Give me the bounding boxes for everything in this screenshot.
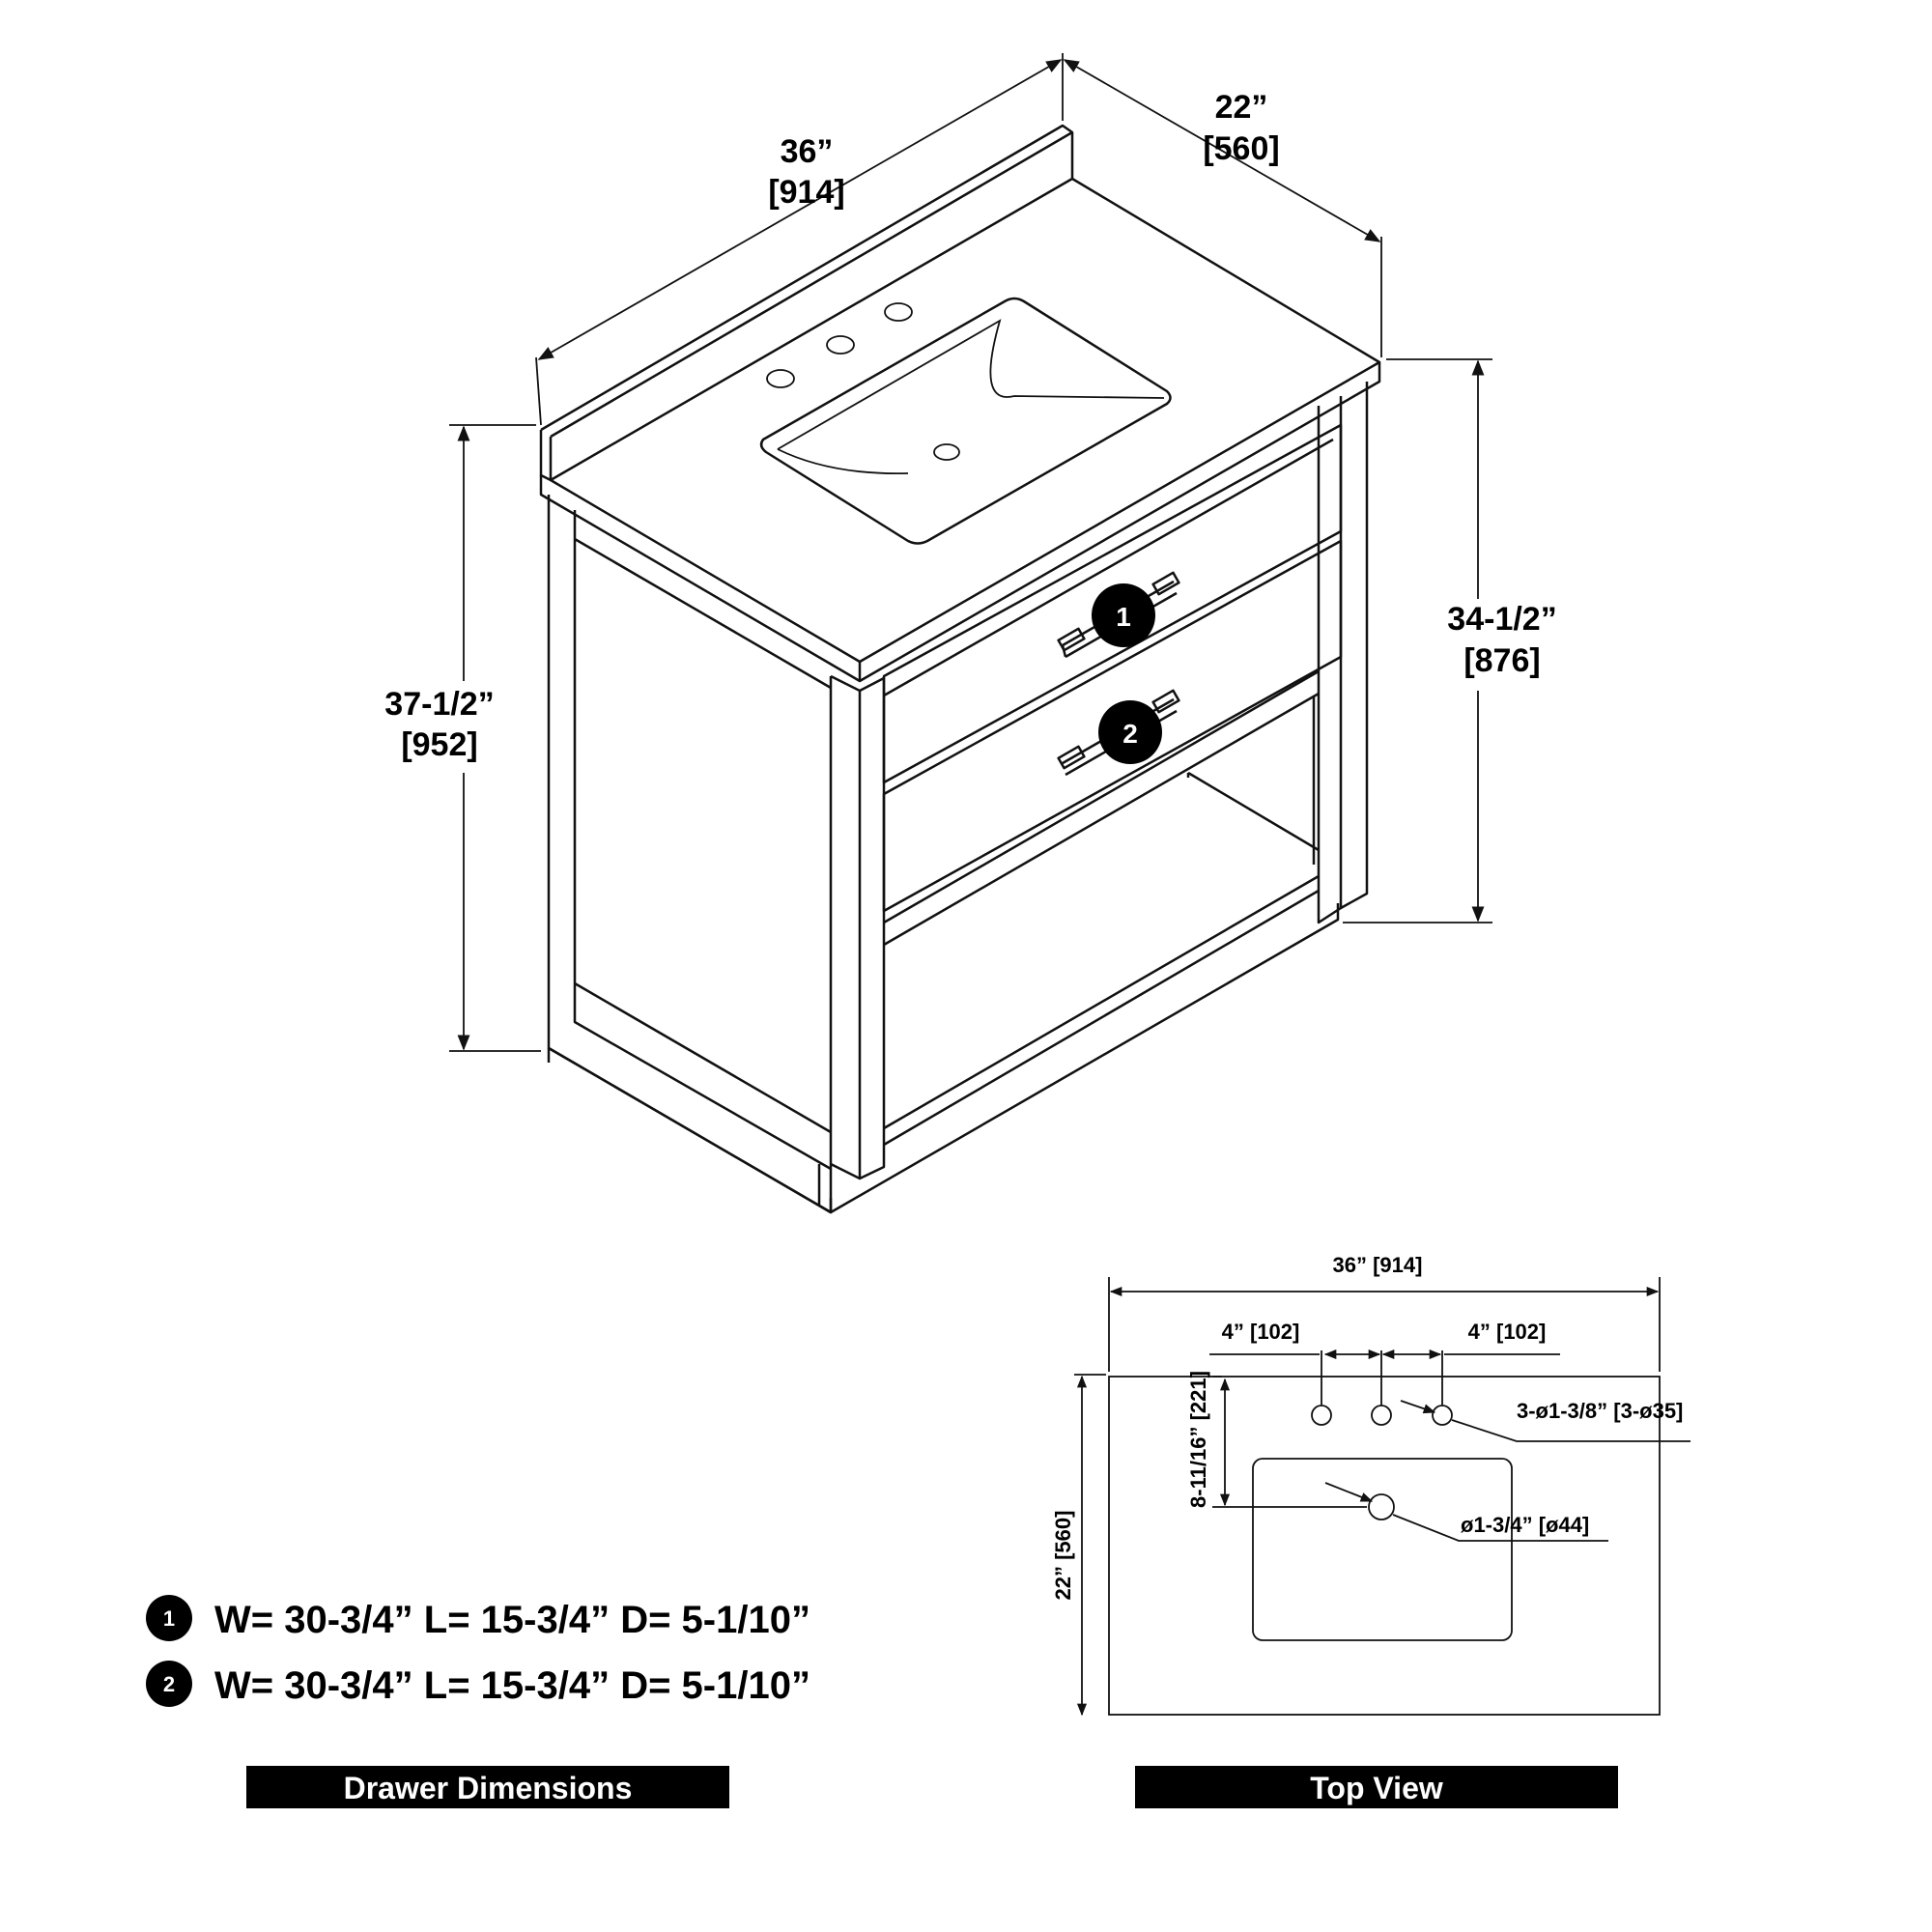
top-view-outline (1108, 1376, 1661, 1716)
drawer-dimensions-banner: Drawer Dimensions (246, 1766, 729, 1808)
faucet-hole-left (766, 369, 795, 388)
faucet-hole-center (1371, 1405, 1392, 1426)
top-width-dimension: 36” [914] (1108, 1253, 1661, 1372)
drawer-dimensions-section: 1 W= 30-3/4” L= 15-3/4” D= 5-1/10” 2 W= … (146, 1595, 810, 1808)
drawer-1-dimension-row: 1 W= 30-3/4” L= 15-3/4” D= 5-1/10” (146, 1595, 810, 1641)
svg-text:4” [102]: 4” [102] (1222, 1320, 1300, 1344)
undermount-sink (759, 297, 1172, 545)
svg-text:[914]: [914] (768, 174, 844, 211)
faucet-hole-callout: 3-ø1-3/8” [3-ø35] (1400, 1399, 1690, 1442)
cabinet-body (547, 382, 1369, 1214)
total-height-dimension: 37-1/2” [952] (384, 424, 541, 1052)
svg-text:2: 2 (1122, 719, 1138, 749)
drawer-1 (882, 423, 1343, 784)
width-dimension: 36” [914] (535, 53, 1064, 426)
svg-text:37-1/2”: 37-1/2” (384, 686, 494, 723)
svg-text:[560]: [560] (1203, 130, 1279, 167)
svg-text:[952]: [952] (401, 726, 477, 763)
svg-text:2: 2 (163, 1672, 175, 1696)
top-view-banner: Top View (1135, 1766, 1618, 1808)
svg-text:W= 30-3/4” L= 15-3/4” D= 5-1/1: W= 30-3/4” L= 15-3/4” D= 5-1/10” (214, 1599, 810, 1641)
svg-text:8-11/16” [221]: 8-11/16” [221] (1186, 1371, 1210, 1508)
svg-text:ø1-3/4” [ø44]: ø1-3/4” [ø44] (1461, 1513, 1589, 1537)
top-depth-dimension: 22” [560] (1051, 1374, 1106, 1717)
top-view-basin (1252, 1458, 1513, 1641)
drawer-1-badge: 1 (1092, 583, 1155, 647)
faucet-hole-right (1432, 1405, 1453, 1426)
svg-text:[876]: [876] (1463, 642, 1540, 679)
faucet-hole-center (826, 335, 855, 355)
svg-text:34-1/2”: 34-1/2” (1447, 601, 1556, 638)
svg-text:22”: 22” (1215, 89, 1268, 126)
faucet-hole-left (1311, 1405, 1332, 1426)
svg-text:1: 1 (1116, 602, 1131, 632)
svg-text:Top View: Top View (1310, 1771, 1443, 1805)
svg-text:22” [560]: 22” [560] (1051, 1511, 1075, 1601)
counter-height-dimension: 34-1/2” [876] (1343, 358, 1565, 923)
countertop (539, 177, 1381, 683)
svg-text:36” [914]: 36” [914] (1333, 1253, 1423, 1277)
svg-text:36”: 36” (781, 133, 834, 170)
hole-offset-dimension: 8-11/16” [221] (1186, 1371, 1367, 1508)
depth-dimension: 22” [560] (1063, 59, 1382, 357)
drain-circle (1368, 1493, 1395, 1520)
faucet-hole-right (884, 302, 913, 322)
top-view-diagram: 36” [914] 4” [102] 4” [102] 3-ø1-3/8” [3… (1051, 1253, 1690, 1808)
svg-text:Drawer Dimensions: Drawer Dimensions (344, 1771, 633, 1805)
svg-text:3-ø1-3/8” [3-ø35]: 3-ø1-3/8” [3-ø35] (1517, 1399, 1683, 1423)
svg-text:1: 1 (163, 1606, 175, 1631)
drain-callout: ø1-3/4” [ø44] (1324, 1482, 1608, 1542)
hole-spacing-dimension: 4” [102] 4” [102] (1209, 1320, 1560, 1406)
isometric-vanity: 1 2 36” [914] 22” [560] 37-1/2” (384, 53, 1565, 1214)
svg-text:W= 30-3/4” L= 15-3/4” D= 5-1/1: W= 30-3/4” L= 15-3/4” D= 5-1/10” (214, 1664, 810, 1707)
drain-hole (933, 443, 960, 461)
drawer-2-dimension-row: 2 W= 30-3/4” L= 15-3/4” D= 5-1/10” (146, 1661, 810, 1707)
svg-text:4” [102]: 4” [102] (1468, 1320, 1547, 1344)
drawer-2-badge: 2 (1098, 700, 1162, 764)
